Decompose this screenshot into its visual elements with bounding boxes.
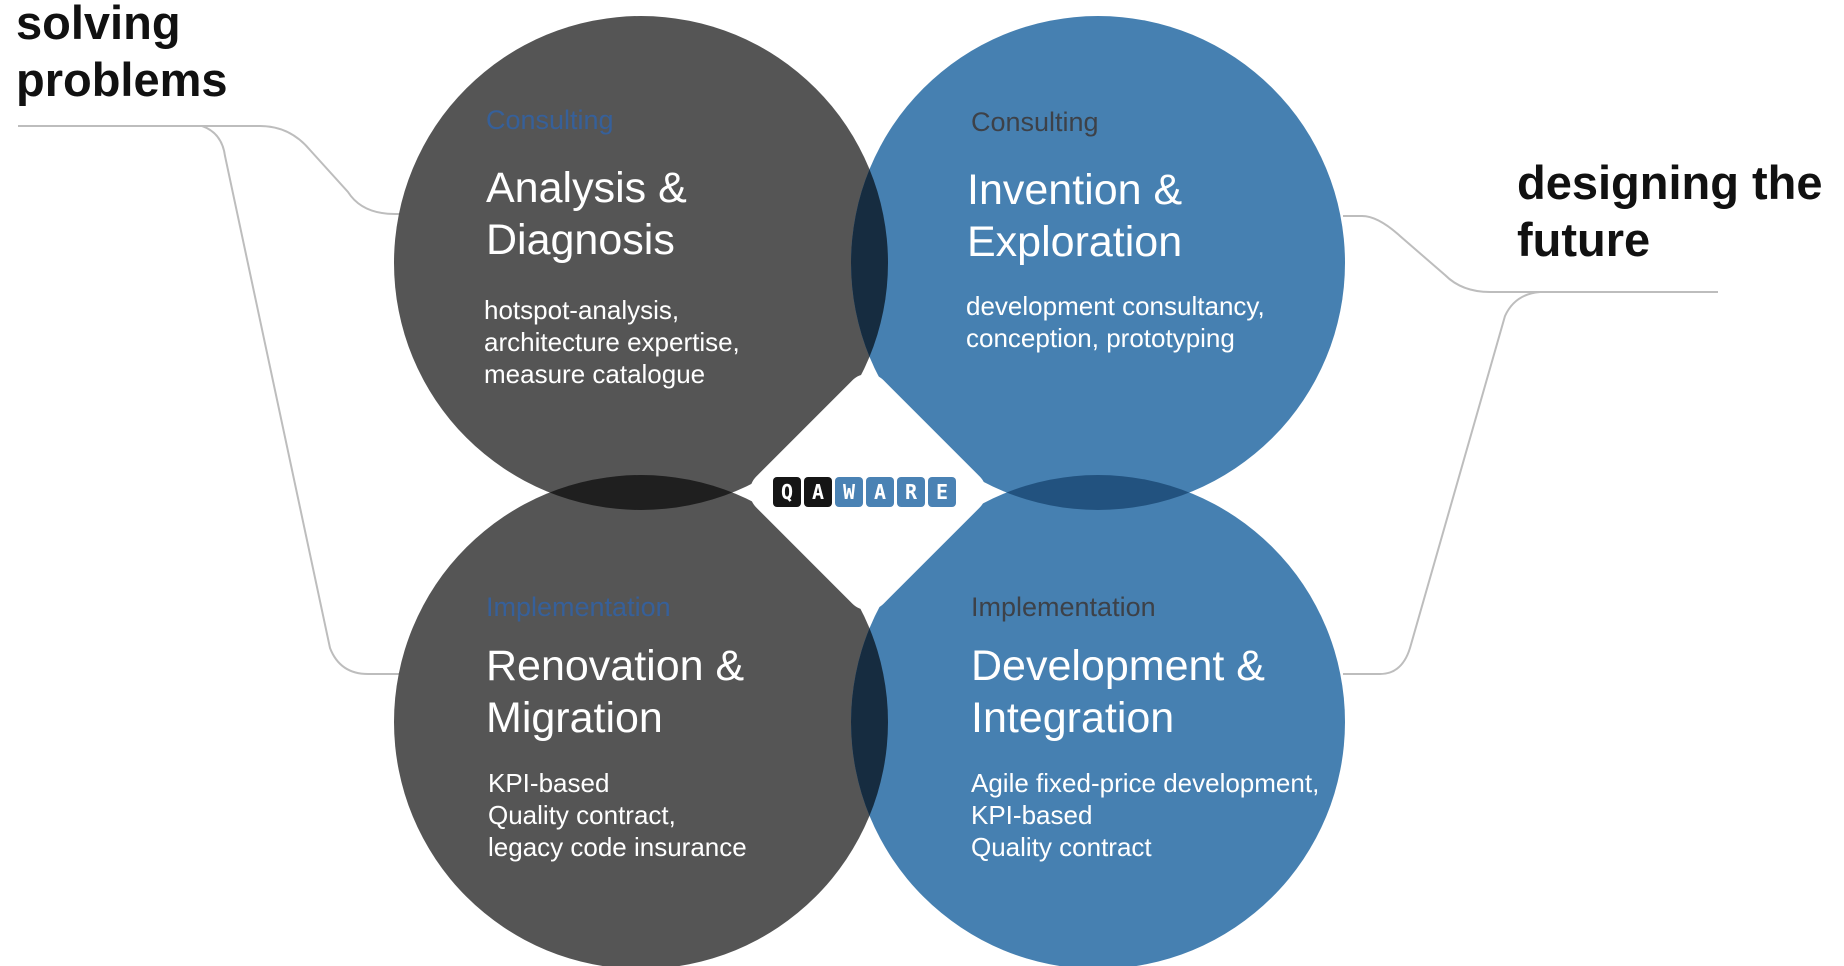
title-line: Renovation & — [486, 642, 745, 690]
description-line: Agile fixed-price development, — [971, 768, 1320, 798]
heading-line: designing the — [1517, 156, 1823, 209]
description-line: conception, prototyping — [966, 323, 1235, 353]
logo-letter: E — [928, 477, 956, 507]
quadrant-title: Invention & Exploration — [967, 164, 1182, 268]
connector-lines — [18, 125, 1718, 675]
description-line: KPI-based — [971, 800, 1093, 830]
right-connector-bottom — [1343, 291, 1541, 675]
title-line: Invention & — [967, 166, 1183, 214]
left-connector-bottom — [201, 125, 400, 675]
quadrant-title: Analysis & Diagnosis — [486, 162, 687, 266]
logo-letter: A — [804, 477, 832, 507]
circle-analysis — [394, 16, 888, 510]
description-line: KPI-based — [488, 768, 610, 798]
title-line: Exploration — [967, 218, 1183, 266]
quadrant-description: KPI-based Quality contract, legacy code … — [488, 767, 747, 863]
quadrant-category: Consulting — [486, 105, 614, 135]
description-line: measure catalogue — [484, 359, 706, 389]
quadrant-title: Development & Integration — [971, 640, 1265, 744]
quadrant-description: Agile fixed-price development, KPI-based… — [971, 767, 1319, 863]
description-line: development consultancy, — [966, 291, 1265, 321]
circle-development — [851, 475, 1345, 966]
quadrant-development: Implementation Development & Integration… — [971, 591, 1319, 862]
quadrant-renovation: Implementation Renovation & Migration KP… — [486, 591, 747, 862]
logo-letter: R — [897, 477, 925, 507]
description-line: Quality contract — [971, 832, 1152, 862]
quadrant-category: Consulting — [971, 107, 1099, 137]
logo-letter: Q — [773, 477, 801, 507]
description-line: Quality contract, — [488, 800, 676, 830]
title-line: Migration — [486, 694, 663, 742]
title-line: Analysis & — [486, 164, 687, 212]
circle-renovation — [394, 475, 888, 966]
title-line: Development & — [971, 642, 1265, 690]
title-line: Diagnosis — [486, 216, 675, 264]
circle-invention — [851, 16, 1345, 510]
heading-line: solving — [16, 0, 181, 49]
description-line: hotspot-analysis, — [484, 295, 680, 325]
quadrant-title: Renovation & Migration — [486, 640, 744, 744]
description-line: architecture expertise, — [484, 327, 740, 357]
solving-problems-heading: solving problems — [16, 0, 228, 108]
heading-line: problems — [16, 53, 228, 106]
right-connector-top — [1343, 215, 1718, 293]
left-connector-top — [18, 125, 400, 215]
designing-the-future-heading: designing the future — [1517, 154, 1823, 268]
quadrant-description: development consultancy, conception, pro… — [966, 290, 1265, 354]
quadrant-category: Implementation — [971, 592, 1156, 622]
heading-line: future — [1517, 213, 1651, 266]
quadrant-category: Implementation — [486, 592, 671, 622]
quadrant-description: hotspot-analysis, architecture expertise… — [484, 294, 740, 390]
quadrant-invention: Consulting Invention & Exploration devel… — [966, 106, 1265, 353]
description-line: legacy code insurance — [488, 832, 747, 862]
logo-letter: A — [866, 477, 894, 507]
title-line: Integration — [971, 694, 1175, 742]
logo-letter: W — [835, 477, 863, 507]
quadrant-analysis: Consulting Analysis & Diagnosis hotspot-… — [484, 104, 740, 389]
